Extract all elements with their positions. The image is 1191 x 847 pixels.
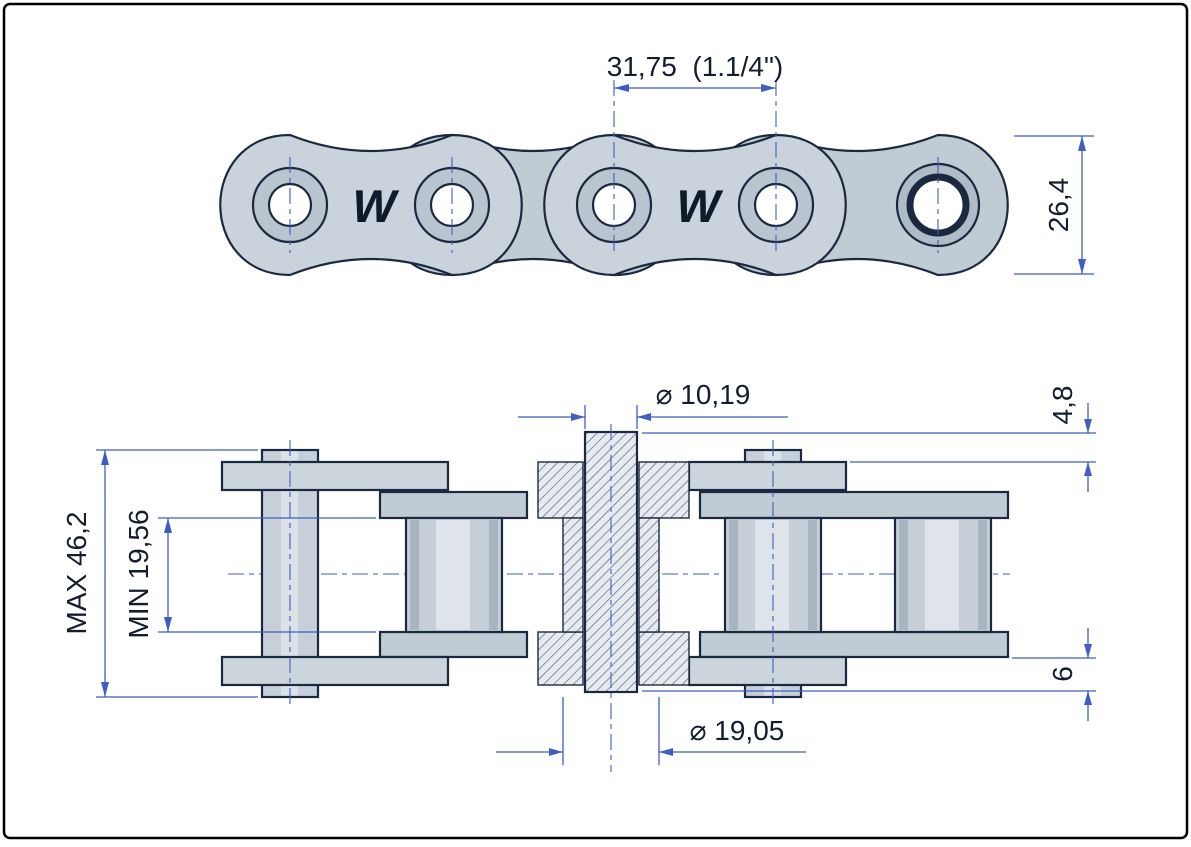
roller-diameter-label: ⌀ 19,05 [690,715,785,746]
dimension-roller-diameter: ⌀ 19,05 [496,697,806,765]
sectioned-roller-wall [638,517,660,633]
arrowhead [1084,462,1092,476]
arrowhead [164,617,172,632]
arrowhead [614,84,629,92]
end-link-hole [895,162,981,248]
dimension-pitch: 31,75 (1.1/4") [607,51,784,253]
arrowhead [101,450,109,465]
arrowhead [164,518,172,533]
min-width-label: MIN 19,56 [123,509,154,638]
sectioned-plate [638,461,690,519]
arrowhead [1084,419,1092,433]
pitch-label: 31,75 (1.1/4") [607,51,784,82]
sectioned-roller-wall [562,517,584,633]
roller [404,516,504,634]
chain-pin [413,166,491,244]
dimension-max-width: MAX 46,2 [61,449,258,698]
arrowhead [637,413,651,421]
pin-protrusion-label: 4,8 [1047,386,1078,425]
inner-plate-bar [378,630,529,659]
pin-diameter-label: ⌀ 10,19 [656,379,751,410]
sectioned-plate [537,631,584,686]
arrowhead [1084,691,1092,705]
sectioned-plate [537,461,584,519]
arrowhead [1084,644,1092,658]
max-width-label: MAX 46,2 [61,512,92,635]
outer-plate-bar [687,655,848,687]
outer-plate-bar [220,460,450,492]
arrowhead [659,748,673,756]
arrowhead [549,748,563,756]
dimension-pin-protrusion: 4,8 [642,386,1096,492]
inner-plate-bar [378,490,529,520]
arrowhead [1078,136,1086,151]
chain-section-view [220,424,1010,772]
arrowhead [571,413,585,421]
dimension-plate-offset: 6 [642,628,1096,721]
roller [723,516,823,634]
inner-plate-bar [698,490,1010,520]
plate-offset-label: 6 [1047,666,1078,682]
inner-plate-bar [698,630,1010,659]
sectioned-plate [638,631,690,686]
dimension-pin-diameter: ⌀ 10,19 [518,379,788,429]
dimension-min-width: MIN 19,56 [123,509,376,639]
dimension-plate-height: 26,4 [1014,135,1094,275]
outer-plate-bar [220,655,450,687]
arrowhead [761,84,776,92]
arrowhead [1078,259,1086,274]
arrowhead [101,682,109,697]
outer-plate-bar [687,460,848,492]
plate-height-label: 26,4 [1043,178,1074,233]
roller [893,516,993,634]
